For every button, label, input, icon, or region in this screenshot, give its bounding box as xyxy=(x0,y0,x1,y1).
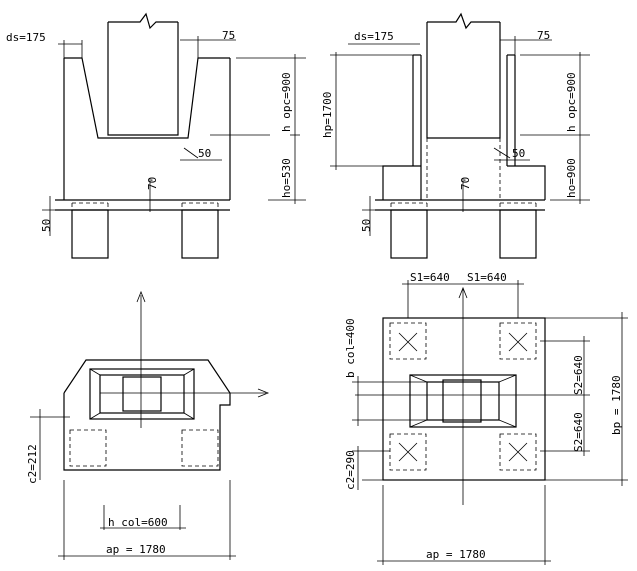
v50-label-right: 50 xyxy=(360,219,373,232)
step-50-label-right: 50 xyxy=(512,147,525,160)
c2-label: c2=212 xyxy=(26,444,39,484)
plan-left: c2=212 h col=600 ap = 1780 xyxy=(26,290,270,560)
ho-label: ho=530 xyxy=(280,158,293,198)
side-75-label-right: 75 xyxy=(537,29,550,42)
v70-label-right: 70 xyxy=(459,177,472,190)
ds-label-right: ds=175 xyxy=(354,30,394,43)
ho-label-right: ho=900 xyxy=(565,158,578,198)
section-left: ds=175 75 50 h opc=900 ho=530 70 50 xyxy=(6,12,306,259)
ap-label-right: ap = 1780 xyxy=(426,548,486,561)
b-col-label: b col=400 xyxy=(344,318,357,378)
s2-bottom-label: S2=640 xyxy=(572,412,585,452)
v50-label: 50 xyxy=(40,219,53,232)
s2-top-label: S2=640 xyxy=(572,355,585,395)
v70-label: 70 xyxy=(146,177,159,190)
hp-label: hp=1700 xyxy=(321,92,334,138)
s1-right-label: S1=640 xyxy=(467,271,507,284)
section-right: ds=175 75 50 hp=1700 h opc=900 ho=900 70… xyxy=(321,12,590,259)
h-col-label: h col=600 xyxy=(108,516,168,529)
s1-left-label: S1=640 xyxy=(410,271,450,284)
plan-right: S1=640 S1=640 b col=400 S2=640 S2=640 bp… xyxy=(344,271,628,565)
step-50-label: 50 xyxy=(198,147,211,160)
c2-label-right: c2=290 xyxy=(344,450,357,490)
bp-label: bp = 1780 xyxy=(610,375,623,435)
h-opc-label: h opc=900 xyxy=(280,72,293,132)
h-opc-label-right: h opc=900 xyxy=(565,72,578,132)
ap-label: ap = 1780 xyxy=(106,543,166,556)
ds-label: ds=175 xyxy=(6,31,46,44)
side-75-label: 75 xyxy=(222,29,235,42)
